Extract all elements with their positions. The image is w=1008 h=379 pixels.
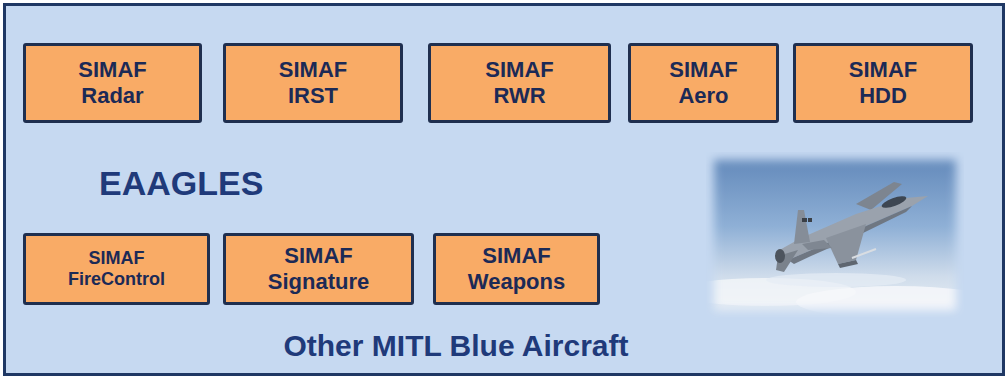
framework-label: EAAGLES xyxy=(99,164,263,203)
module-box: SIMAF Signature xyxy=(223,233,414,305)
module-box: SIMAF Radar xyxy=(23,43,202,123)
platform-label: Other MITL Blue Aircraft xyxy=(283,329,628,363)
module-name: SIMAF RWR xyxy=(485,57,553,109)
module-name: SIMAF HDD xyxy=(849,57,917,109)
module-name: SIMAF Radar xyxy=(78,57,146,109)
module-box: SIMAF RWR xyxy=(428,43,611,123)
module-name: SIMAF FireControl xyxy=(68,248,165,290)
module-name: SIMAF Aero xyxy=(669,57,737,109)
module-name: SIMAF Weapons xyxy=(468,243,565,295)
module-name: SIMAF Signature xyxy=(268,243,369,295)
module-box: SIMAF IRST xyxy=(223,43,403,123)
module-box: SIMAF HDD xyxy=(793,43,973,123)
aircraft-photo xyxy=(706,152,964,318)
module-box: SIMAF FireControl xyxy=(23,233,210,305)
module-name: SIMAF IRST xyxy=(279,57,347,109)
module-box: SIMAF Weapons xyxy=(433,233,600,305)
module-box: SIMAF Aero xyxy=(628,43,779,123)
system-panel: EAAGLES Other MITL Blue Aircraft SIMAF Rad… xyxy=(3,3,1005,376)
